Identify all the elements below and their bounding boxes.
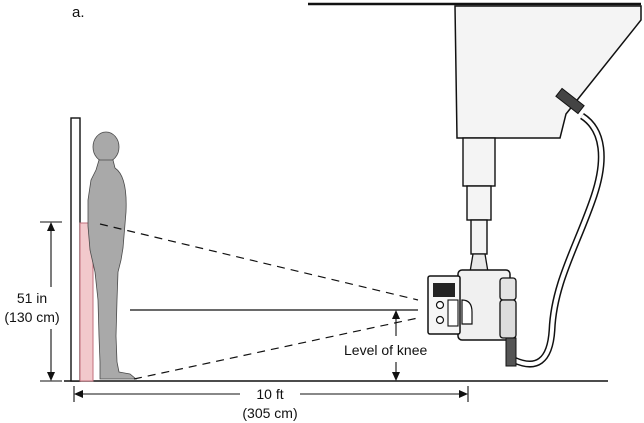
- column-lower: [470, 219, 488, 255]
- xray-tube-head: [427, 269, 517, 367]
- distance-label-cm: (305 cm): [242, 405, 297, 421]
- column-upper: [462, 137, 496, 187]
- tube-end-cap-bottom: [499, 299, 517, 339]
- column-middle: [466, 185, 492, 221]
- tube-end-cap-top: [499, 277, 517, 301]
- collimator-window: [433, 283, 455, 297]
- collimator-knob-bottom: [435, 315, 445, 325]
- height-label-bg: [0, 287, 62, 329]
- standing-patient-silhouette: [87, 131, 138, 380]
- collimator-panel: [447, 299, 459, 327]
- knee-level-dimension: [392, 310, 400, 381]
- cable-connector: [555, 87, 585, 115]
- tension-cable-highlight: [513, 114, 604, 366]
- tube-housing: [454, 5, 642, 139]
- distance-label-bg: [240, 383, 300, 403]
- patient-head: [92, 131, 120, 163]
- wall-stand: [70, 117, 81, 382]
- beam-bottom-line: [133, 317, 419, 380]
- image-detector: [79, 222, 94, 382]
- panel-label: a.: [72, 4, 85, 21]
- height-label-cm: (130 cm): [4, 309, 59, 325]
- tension-cable: [512, 113, 605, 368]
- distance-label-ft: 10 ft: [256, 386, 283, 402]
- height-label-in: 51 in: [17, 290, 47, 306]
- collimator-handle: [461, 299, 473, 325]
- beam-top-line: [99, 223, 419, 301]
- collimator-knob-top: [435, 300, 445, 310]
- tube-ribbed-hose: [505, 337, 517, 367]
- knee-level-label: Level of knee: [344, 342, 427, 358]
- overhead-tube-mount: [454, 5, 642, 273]
- patient-body: [87, 159, 138, 380]
